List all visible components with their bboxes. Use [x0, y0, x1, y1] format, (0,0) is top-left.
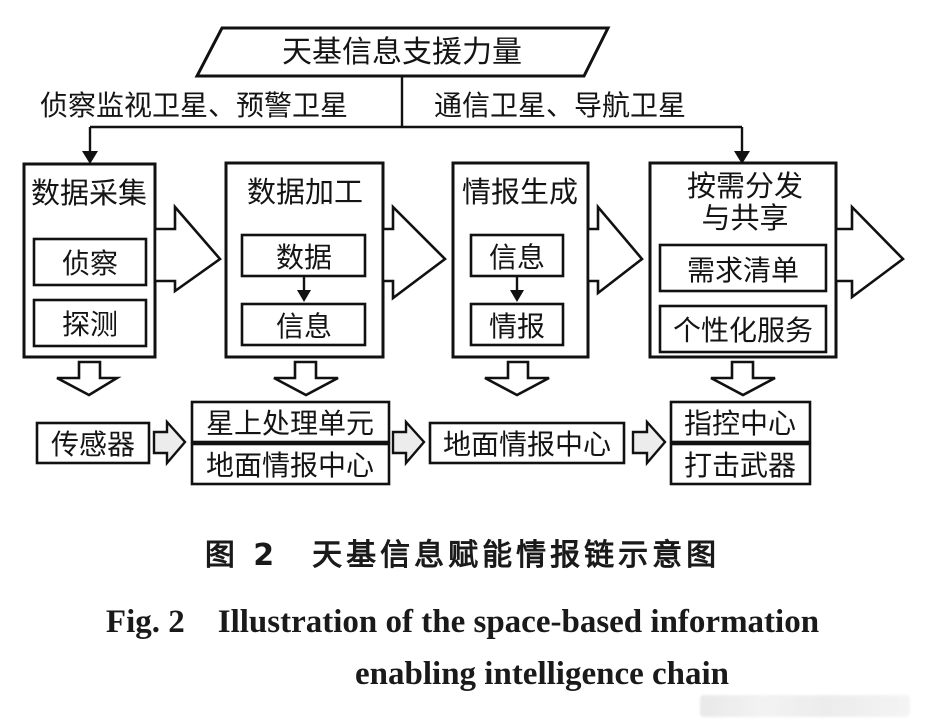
flow-arrow-icon — [153, 203, 222, 294]
stage-item-box — [240, 233, 367, 278]
stage-item-box — [469, 302, 565, 347]
source-label: 天基信息支援力量 — [282, 35, 522, 70]
figure-caption-en-line1: Fig. 2 Illustration of the space-based i… — [105, 604, 820, 640]
stage-title: 数据采集 — [31, 176, 147, 210]
carrier-box — [190, 442, 391, 486]
source-branches: 侦察监视卫星、预警卫星 通信卫星、导航卫星 — [40, 76, 750, 164]
stage-item-box — [658, 304, 828, 354]
flow-arrow-icon — [586, 203, 644, 296]
internal-arrowhead-icon — [510, 290, 524, 302]
down-arrow-icon — [56, 360, 122, 397]
down-arrow-icon — [484, 360, 550, 397]
stage-item-box — [469, 233, 565, 278]
carrier-flow-arrow-icon — [391, 418, 426, 467]
carrier-flow-arrow-icon — [152, 418, 187, 467]
stage-item: 情报 — [489, 310, 545, 343]
carrier-label: 打击武器 — [684, 449, 796, 482]
carrier-box — [669, 400, 812, 444]
source-parallelogram — [194, 26, 611, 78]
left-branch-arrowhead-icon — [82, 151, 98, 164]
carrier-label: 地面情报中心 — [206, 449, 374, 482]
stage-title-line1: 按需分发 — [687, 169, 803, 203]
stage-item-box — [32, 237, 148, 287]
stage-item: 信息 — [489, 241, 545, 274]
flow-arrow-icon — [381, 203, 447, 301]
stage-item: 侦察 — [62, 247, 118, 280]
carrier-flow-arrow-icon — [631, 418, 667, 467]
stage-item: 探测 — [62, 308, 118, 341]
carrier-label: 传感器 — [51, 428, 135, 461]
down-arrow-icon — [710, 360, 776, 397]
down-arrow-icon — [273, 360, 339, 397]
stage-title-line2: 与共享 — [701, 201, 788, 235]
blurred-watermark — [700, 695, 910, 717]
carrier-label: 地面情报中心 — [443, 428, 611, 461]
stage-data-processing: 数据加工 数据 信息 — [224, 161, 385, 359]
carrier-ground-center: 地面情报中心 — [428, 421, 626, 465]
stage-item: 个性化服务 — [673, 314, 813, 347]
right-branch-label: 通信卫星、导航卫星 — [434, 89, 686, 122]
carrier-box — [428, 421, 626, 465]
stage-intelligence-generation: 情报生成 信息 情报 — [451, 161, 590, 359]
stage-on-demand-distribution: 按需分发 与共享 需求清单 个性化服务 — [648, 161, 838, 359]
carrier-command: 指控中心 打击武器 — [669, 400, 812, 486]
right-branch-arrowhead-icon — [734, 151, 750, 164]
left-branch-label: 侦察监视卫星、预警卫星 — [40, 89, 348, 122]
carrier-label: 星上处理单元 — [206, 407, 374, 440]
internal-arrowhead-icon — [297, 290, 311, 302]
intelligence-chain-diagram: 天基信息支援力量 侦察监视卫星、预警卫星 通信卫星、导航卫星 数据采集 侦察 探… — [22, 26, 905, 486]
stage-item: 信息 — [276, 310, 332, 343]
stage-item: 需求清单 — [687, 254, 799, 287]
stage-title: 数据加工 — [247, 175, 363, 209]
source-node: 天基信息支援力量 — [194, 26, 611, 78]
stage-item-box — [658, 243, 828, 293]
figure-caption-cn: 图 2 天基信息赋能情报链示意图 — [204, 538, 721, 573]
flow-arrow-icon — [834, 203, 905, 300]
carrier-box — [35, 421, 151, 465]
carrier-label: 指控中心 — [684, 407, 796, 440]
figure-caption-en-line2: enabling intelligence chain — [355, 656, 730, 692]
stage-data-collection: 数据采集 侦察 探测 — [22, 162, 157, 359]
stage-item-box — [240, 302, 367, 347]
carrier-box — [190, 400, 391, 444]
carrier-box — [669, 442, 812, 486]
carrier-processing: 星上处理单元 地面情报中心 — [190, 400, 391, 486]
stage-item-box — [32, 298, 148, 348]
stage-item: 数据 — [276, 241, 332, 274]
carrier-sensor: 传感器 — [35, 421, 151, 465]
stage-title: 情报生成 — [462, 175, 578, 209]
